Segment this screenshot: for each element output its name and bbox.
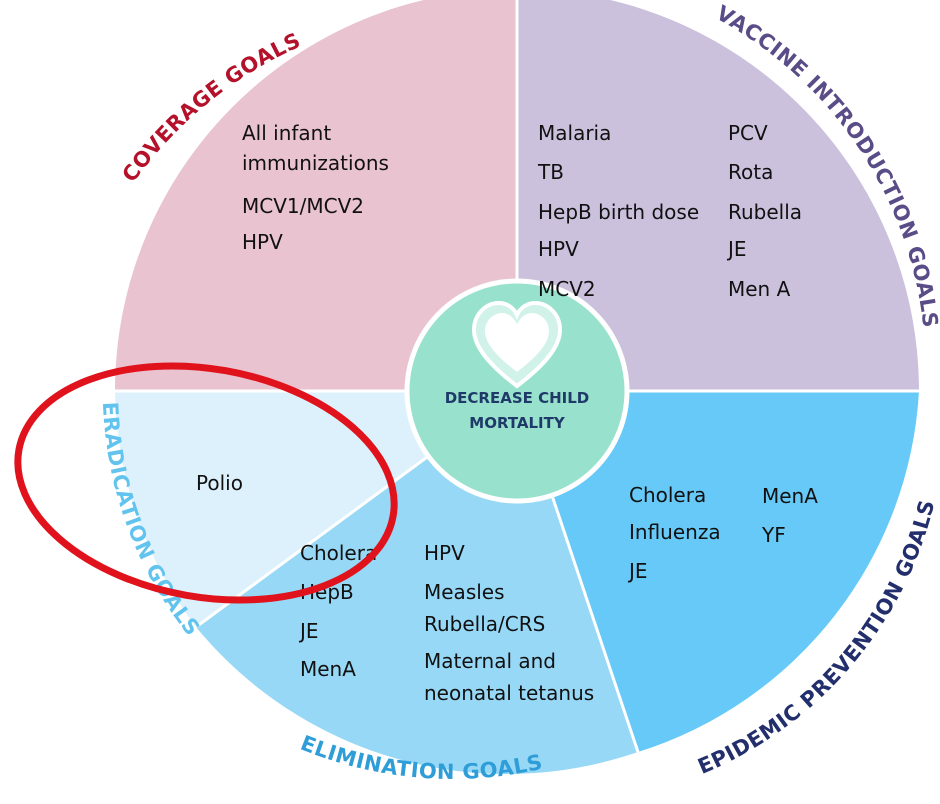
elimination-item: HPV xyxy=(424,541,465,565)
vaccine-item: Malaria xyxy=(538,121,611,145)
eradication-item: Polio xyxy=(196,471,243,495)
epidemic-item: JE xyxy=(627,559,648,583)
elimination-item: Measles xyxy=(424,580,505,604)
vaccine-item: Rota xyxy=(728,160,773,184)
vaccine-item: JE xyxy=(726,237,747,261)
vaccine-introduction-goals-segment xyxy=(517,0,919,391)
epidemic-prevention-items: Cholera Influenza JE MenA YF xyxy=(627,483,818,583)
heart-icon xyxy=(471,300,563,389)
epidemic-prevention-goals-segment xyxy=(517,391,919,752)
highlight-ellipse xyxy=(14,362,398,604)
vaccine-item: PCV xyxy=(728,121,768,145)
elimination-item: Maternal and xyxy=(424,649,556,673)
vaccine-item: HepB birth dose xyxy=(538,200,699,224)
center-title-line-1: DECREASE CHILD xyxy=(445,389,590,407)
center-title-line-2: MORTALITY xyxy=(469,414,566,432)
elimination-items: Cholera HepB JE MenA HPV Measles Rubella… xyxy=(298,541,594,705)
epidemic-item: Influenza xyxy=(629,520,721,544)
vaccine-item: Rubella xyxy=(728,200,802,224)
vaccine-item: Men A xyxy=(728,277,791,301)
elimination-item: JE xyxy=(298,619,319,643)
eradication-goals-segment xyxy=(115,391,517,627)
center-circle xyxy=(404,278,630,504)
coverage-item: immunizations xyxy=(242,151,389,175)
elimination-item: neonatal tetanus xyxy=(424,681,594,705)
elimination-item: MenA xyxy=(300,657,356,681)
vaccine-item: TB xyxy=(537,160,564,184)
vaccine-item: MCV2 xyxy=(538,277,596,301)
elimination-item: Rubella/CRS xyxy=(424,612,545,636)
coverage-item: MCV1/MCV2 xyxy=(242,194,364,218)
coverage-goals-segment xyxy=(115,0,517,391)
coverage-item: All infant xyxy=(242,121,331,145)
epidemic-item: YF xyxy=(761,523,786,547)
vaccine-introduction-items: Malaria TB HepB birth dose HPV MCV2 PCV … xyxy=(537,121,802,301)
vaccine-item: HPV xyxy=(538,237,579,261)
coverage-items: All infant immunizations MCV1/MCV2 HPV xyxy=(242,121,389,254)
epidemic-item: MenA xyxy=(762,484,818,508)
coverage-item: HPV xyxy=(242,230,283,254)
epidemic-item: Cholera xyxy=(629,483,706,507)
